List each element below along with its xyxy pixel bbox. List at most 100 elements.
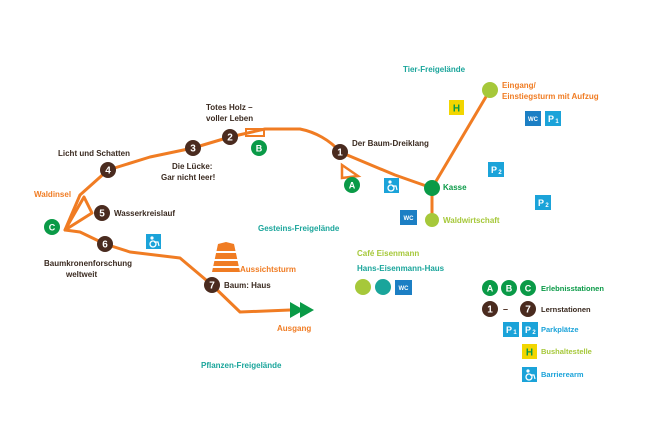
legend-experience-b: B xyxy=(501,280,517,296)
accessible-icon-gestein xyxy=(146,234,161,249)
svg-text:P: P xyxy=(491,165,497,175)
svg-text:WC: WC xyxy=(528,117,539,123)
legend-parking-p1-icon: P 1 xyxy=(503,322,519,337)
station-1[interactable]: 1 xyxy=(332,144,348,160)
svg-text:2: 2 xyxy=(545,203,549,209)
entrance-label-1: Eingang/ xyxy=(502,81,537,90)
station-5[interactable]: 5 xyxy=(94,205,110,221)
accessible-icon-kasse xyxy=(384,178,399,193)
svg-text:H: H xyxy=(453,104,460,115)
area-gestein-label: Gesteins-Freigelände xyxy=(258,224,340,233)
legend-experience-a: A xyxy=(482,280,498,296)
svg-text:C: C xyxy=(525,284,532,294)
entrance-marker[interactable] xyxy=(482,82,498,98)
experience-station-b[interactable]: B xyxy=(251,140,267,156)
svg-text:B: B xyxy=(256,144,263,154)
station-6[interactable]: 6 xyxy=(97,236,113,252)
area-pflanzen-label: Pflanzen-Freigelände xyxy=(201,361,282,370)
svg-text:1: 1 xyxy=(555,119,559,125)
legend: A B C Erlebnisstationen 1 – 7 Lernstatio… xyxy=(482,280,604,382)
svg-text:P: P xyxy=(506,325,512,335)
svg-text:WC: WC xyxy=(399,286,410,292)
svg-text:1: 1 xyxy=(337,148,343,159)
wc-icon-waldwirtschaft[interactable]: WC xyxy=(400,210,417,225)
experience-station-a[interactable]: A xyxy=(344,177,360,193)
experience-station-c[interactable]: C xyxy=(44,219,60,235)
aussichtsturm-label: Aussichtsturm xyxy=(240,265,296,274)
aussichtsturm-icon xyxy=(211,242,241,272)
kasse-label: Kasse xyxy=(443,183,467,192)
cafe-marker[interactable] xyxy=(355,279,371,295)
legend-experience-c: C xyxy=(520,280,536,296)
legend-learning-7: 7 xyxy=(520,301,536,317)
legend-accessible-icon xyxy=(522,367,537,382)
svg-text:2: 2 xyxy=(532,330,536,336)
station-2[interactable]: 2 xyxy=(222,129,238,145)
svg-text:1: 1 xyxy=(513,330,517,336)
hans-eisenmann-marker[interactable] xyxy=(375,279,391,295)
hans-eisenmann-label: Hans-Eisenmann-Haus xyxy=(357,264,445,273)
trail-path xyxy=(63,88,492,314)
station-2-label-2: voller Leben xyxy=(206,114,253,123)
parking-p2-icon-b[interactable]: P 2 xyxy=(535,195,551,210)
svg-text:B: B xyxy=(506,284,513,294)
legend-experience-label: Erlebnisstationen xyxy=(541,284,604,293)
svg-text:A: A xyxy=(487,284,494,294)
station-7[interactable]: 7 xyxy=(204,277,220,293)
station-2-label-1: Totes Holz – xyxy=(206,103,253,112)
ausgang-label: Ausgang xyxy=(277,324,311,333)
svg-text:5: 5 xyxy=(99,209,105,220)
svg-text:2: 2 xyxy=(227,133,233,144)
wc-icon-top[interactable]: WC xyxy=(525,111,541,126)
kasse-marker[interactable] xyxy=(424,180,440,196)
legend-learning-1: 1 xyxy=(482,301,498,317)
waldwirtschaft-label: Waldwirtschaft xyxy=(443,216,500,225)
legend-learning-dash: – xyxy=(503,304,508,314)
svg-text:7: 7 xyxy=(209,281,215,292)
station-3-label-2: Gar nicht leer! xyxy=(161,173,215,182)
station-3[interactable]: 3 xyxy=(185,140,201,156)
station-3-label-1: Die Lücke: xyxy=(172,162,212,171)
svg-text:WC: WC xyxy=(404,216,415,222)
svg-text:6: 6 xyxy=(102,240,108,251)
station-5-label: Wasserkreislauf xyxy=(114,209,175,218)
cafe-label: Café Eisenmann xyxy=(357,249,419,258)
waldwirtschaft-marker[interactable] xyxy=(425,213,439,227)
bus-stop-icon[interactable]: H xyxy=(449,100,464,115)
loop-2 xyxy=(245,128,265,137)
svg-text:H: H xyxy=(526,348,533,359)
station-7-label: Baum: Haus xyxy=(224,281,271,290)
svg-text:3: 3 xyxy=(190,144,196,155)
legend-learning-label: Lernstationen xyxy=(541,305,591,314)
svg-text:P: P xyxy=(548,114,554,124)
station-1-label: Der Baum-Dreiklang xyxy=(352,139,429,148)
svg-text:2: 2 xyxy=(498,170,502,176)
legend-parking-p2-icon: P 2 xyxy=(522,322,538,337)
waldinsel-label: Waldinsel xyxy=(34,190,71,199)
legend-bus-label: Bushaltestelle xyxy=(541,347,592,356)
waldinsel-loop xyxy=(63,195,94,232)
station-4-label: Licht und Schatten xyxy=(58,149,130,158)
station-4[interactable]: 4 xyxy=(100,162,116,178)
svg-text:A: A xyxy=(349,181,356,191)
legend-accessible-label: Barrierearm xyxy=(541,370,584,379)
station-6-label-1: Baumkronenforschung xyxy=(44,259,132,268)
loop-a xyxy=(340,162,362,180)
parking-p2-icon-a[interactable]: P 2 xyxy=(488,162,504,177)
svg-text:P: P xyxy=(538,198,544,208)
svg-text:1: 1 xyxy=(487,305,493,316)
svg-text:P: P xyxy=(525,325,531,335)
exit-arrow-icon xyxy=(290,302,314,318)
parking-p1-icon-top[interactable]: P 1 xyxy=(545,111,561,126)
legend-parking-label: Parkplätze xyxy=(541,325,579,334)
svg-text:7: 7 xyxy=(525,305,531,316)
area-tier-label: Tier-Freigelände xyxy=(403,65,466,74)
wc-icon-hans[interactable]: WC xyxy=(395,280,412,295)
legend-bus-icon: H xyxy=(522,344,537,359)
svg-text:4: 4 xyxy=(105,166,111,177)
station-6-label-2: weltweit xyxy=(65,270,97,279)
entrance-label-2: Einstiegsturm mit Aufzug xyxy=(502,92,599,101)
svg-text:C: C xyxy=(49,223,56,233)
